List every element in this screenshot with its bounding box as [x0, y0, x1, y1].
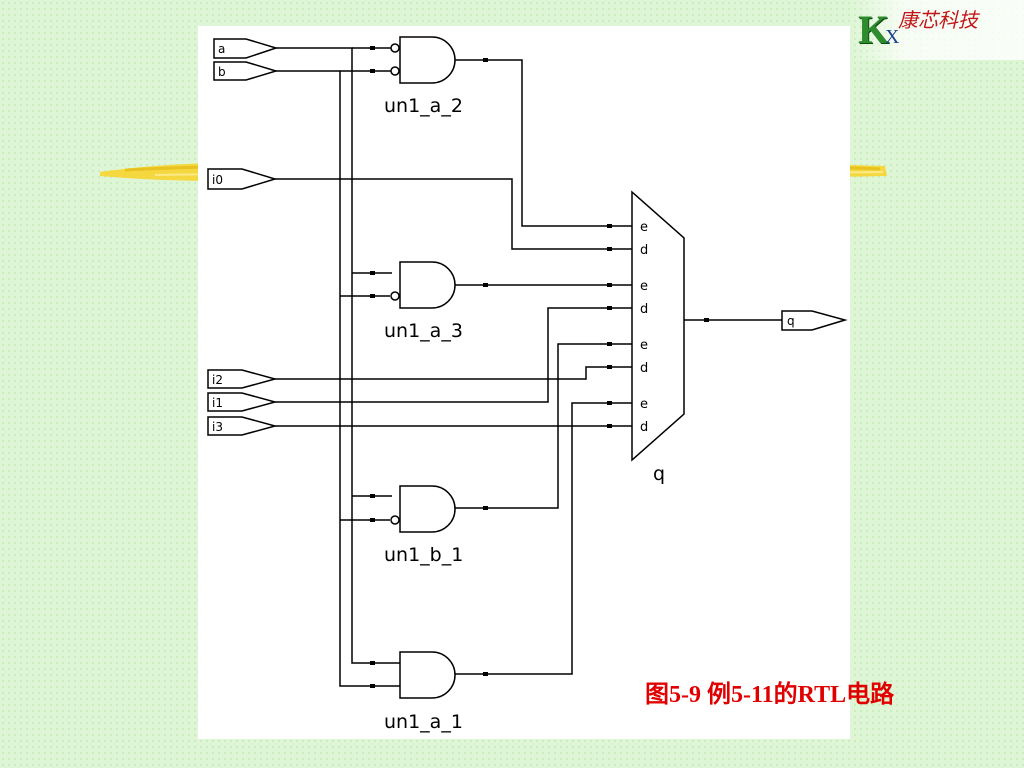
input-port-b: b [213, 61, 279, 81]
and-gate-un1-a-1: un1_a_1 [384, 651, 463, 733]
logo-letter-k: K [858, 7, 890, 52]
mux-pin-e1: e [640, 220, 648, 235]
output-port-q: q [781, 310, 848, 331]
mux-label: q [653, 463, 665, 485]
mux-pin-e3: e [640, 338, 648, 353]
mux-pin-d1: d [640, 243, 648, 258]
input-label-i2: i2 [212, 373, 223, 387]
input-port-i2: i2 [207, 369, 278, 389]
bus-wires [276, 47, 400, 687]
company-name: 康芯科技 [898, 8, 978, 32]
logo-panel [852, 0, 1024, 60]
input-port-i1: i1 [207, 392, 278, 412]
mux-wires [275, 59, 782, 675]
input-label-i0: i0 [212, 173, 223, 187]
input-label-b: b [218, 65, 226, 79]
and-gate-un1-b-1: un1_b_1 [384, 485, 463, 566]
gate-label-un1-a-3: un1_a_3 [384, 320, 463, 342]
mux-pin-d3: d [640, 361, 648, 376]
rtl-circuit: a b i0 i2 i1 i3 un1_a_2 [207, 36, 848, 733]
input-port-i0: i0 [207, 168, 278, 190]
pin-markers [370, 46, 709, 688]
input-port-a: a [213, 38, 279, 59]
gate-label-un1-a-2: un1_a_2 [384, 95, 463, 117]
input-label-i1: i1 [212, 396, 223, 410]
rtl-diagram-panel: a b i0 i2 i1 i3 un1_a_2 [198, 26, 850, 739]
mux-pin-d2: d [640, 302, 648, 317]
figure-caption: 图5-9 例5-11的RTL电路 [645, 682, 895, 708]
mux-pin-e4: e [640, 397, 648, 412]
mux-pin-d4: d [640, 420, 648, 435]
input-label-a: a [218, 42, 225, 56]
input-port-i3: i3 [207, 416, 278, 436]
gate-label-un1-a-1: un1_a_1 [384, 711, 463, 733]
mux-pin-e2: e [640, 279, 648, 294]
and-gate-un1-a-2: un1_a_2 [384, 36, 463, 117]
multiplexer-q: e d e d e d e d q [631, 190, 685, 485]
logo-letter-x: X [885, 26, 900, 48]
and-gate-un1-a-3: un1_a_3 [384, 261, 463, 342]
input-label-i3: i3 [212, 420, 223, 434]
output-label-q: q [787, 314, 795, 328]
gate-label-un1-b-1: un1_b_1 [384, 544, 463, 566]
